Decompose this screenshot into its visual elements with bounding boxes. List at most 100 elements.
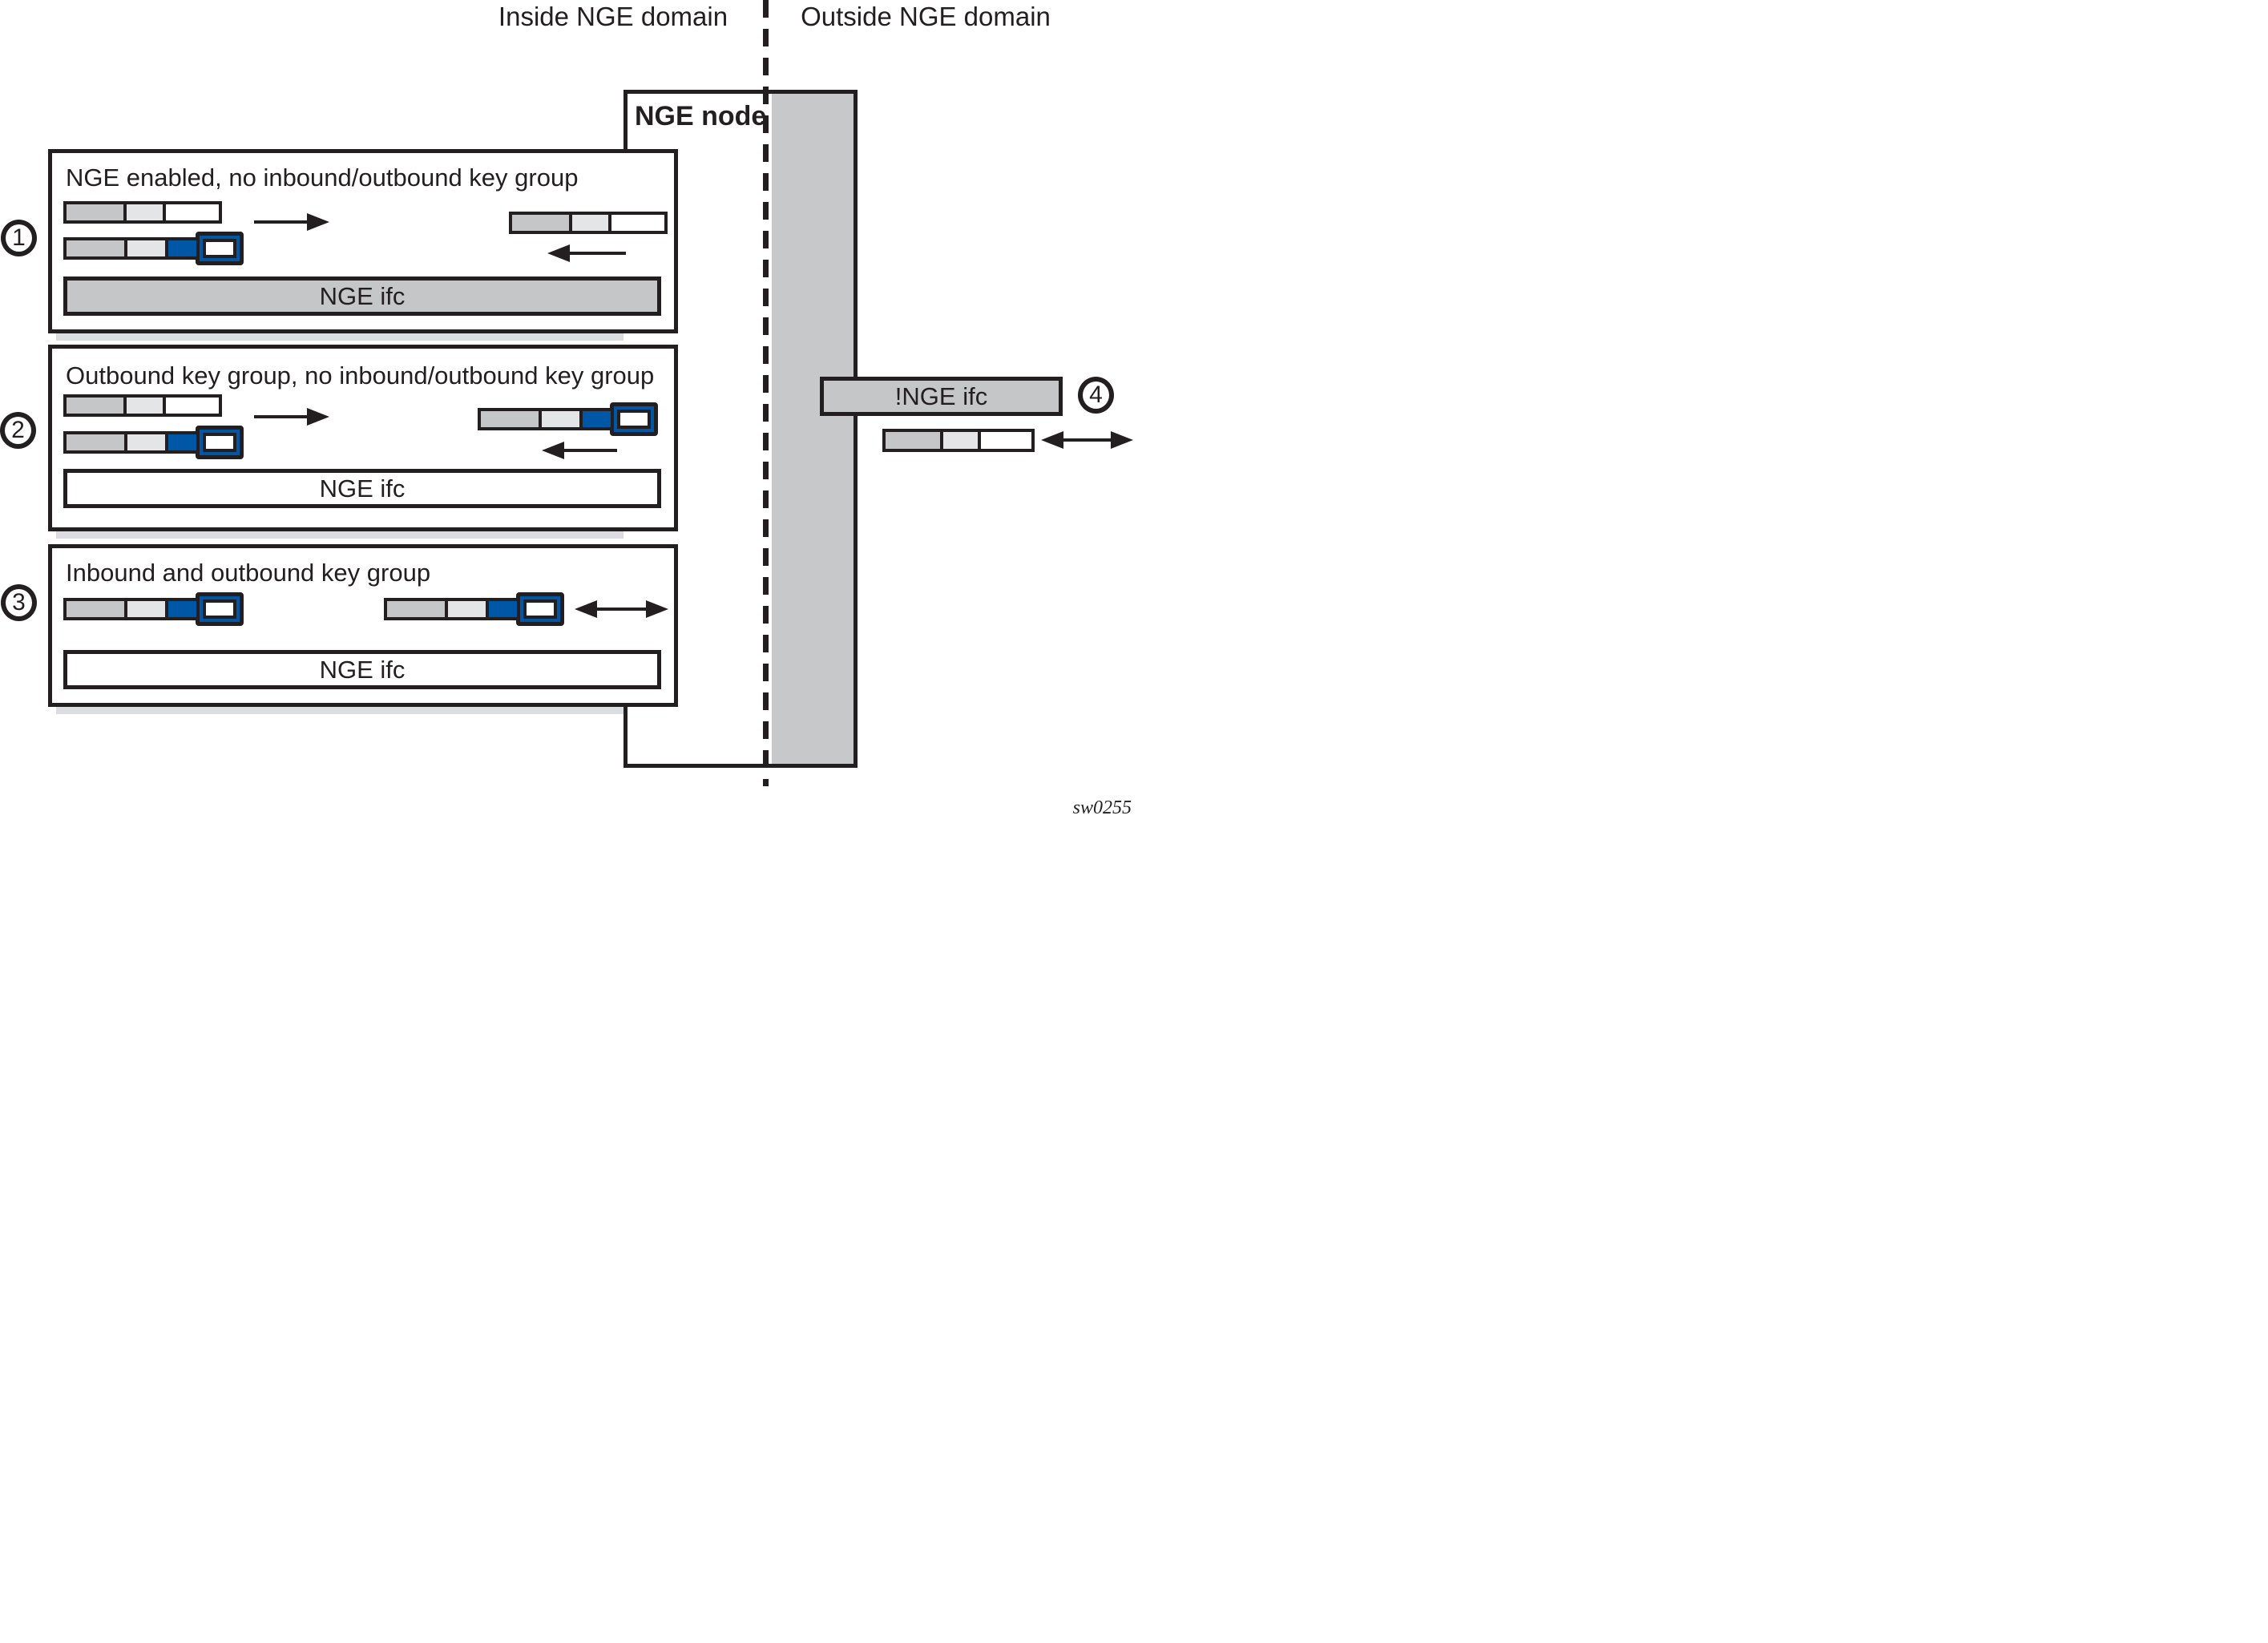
encryption-key-icon bbox=[196, 592, 244, 626]
arrow-head bbox=[575, 600, 597, 618]
packet-segment-dark bbox=[481, 411, 539, 427]
encryption-key-icon bbox=[610, 402, 658, 436]
scenario-1-number-badge: 1 bbox=[1, 220, 37, 256]
packet-keyed bbox=[63, 426, 244, 459]
scenario-3-title: Inbound and outbound key group bbox=[66, 559, 431, 587]
packet-segment-light bbox=[126, 204, 163, 220]
packet-segment-dark bbox=[387, 601, 446, 617]
node-border-gap-patch bbox=[623, 333, 628, 345]
packet-segment-white bbox=[981, 432, 1031, 449]
arrow-shaft bbox=[254, 415, 313, 418]
packet-segment-light bbox=[127, 601, 165, 617]
nge-node-label: NGE node bbox=[635, 101, 767, 131]
key-icon-center bbox=[203, 239, 236, 258]
scenario-2-box: Outbound key group, no inbound/outbound … bbox=[48, 345, 678, 531]
arrow-head bbox=[547, 244, 570, 262]
packet-segment-dark bbox=[67, 601, 125, 617]
scenario-3-box: Inbound and outbound key group NGE ifc bbox=[48, 544, 678, 707]
arrow-double-icon bbox=[1041, 431, 1133, 449]
outside-domain-label: Outside NGE domain bbox=[801, 2, 1051, 31]
packet-keyed-body bbox=[63, 598, 200, 620]
arrow-head bbox=[646, 600, 668, 618]
nge-ifc-label: NGE ifc bbox=[319, 655, 406, 684]
arrow-shaft bbox=[563, 252, 626, 255]
packet-segment-dark bbox=[67, 204, 123, 220]
packet-keyed-body bbox=[63, 237, 200, 260]
packet-segment-white bbox=[166, 204, 219, 220]
arrow-left-icon bbox=[547, 244, 626, 262]
inside-domain-label: Inside NGE domain bbox=[498, 2, 728, 31]
scenario-1-number: 1 bbox=[12, 224, 26, 251]
packet-segment-white bbox=[166, 398, 219, 414]
outside-node-column bbox=[772, 94, 854, 764]
packet-segment-light bbox=[126, 398, 163, 414]
packet-keyed-body bbox=[63, 431, 200, 454]
arrow-right-icon bbox=[254, 213, 329, 231]
packet-segment-light bbox=[127, 240, 165, 256]
packet-segment-light bbox=[448, 601, 486, 617]
scenario-2-number-badge: 2 bbox=[0, 412, 36, 449]
domain-boundary-dashed-line bbox=[763, 0, 769, 786]
packet-segment-blue bbox=[167, 434, 196, 450]
packet-segment-light bbox=[542, 411, 579, 427]
packet-segment-light bbox=[942, 432, 979, 449]
packet-segment-blue bbox=[167, 601, 196, 617]
packet-segment-dark bbox=[886, 432, 940, 449]
arrow-right-icon bbox=[254, 408, 329, 426]
not-nge-ifc-bar: !NGE ifc bbox=[820, 377, 1063, 416]
packet-segment-dark bbox=[67, 240, 125, 256]
packet-keyed bbox=[384, 592, 564, 626]
nge-domain-diagram: Inside NGE domain Outside NGE domain NGE… bbox=[0, 0, 1134, 822]
node-border-gap-patch bbox=[623, 531, 628, 544]
arrow-shaft bbox=[558, 449, 617, 452]
arrow-head bbox=[542, 442, 564, 459]
nge-ifc-bar: NGE ifc bbox=[63, 277, 661, 316]
arrow-head bbox=[1041, 431, 1063, 449]
packet-keyed-body bbox=[384, 598, 520, 620]
packet-segment-white bbox=[611, 215, 664, 231]
scenario-1-box: NGE enabled, no inbound/outbound key gro… bbox=[48, 149, 678, 333]
key-icon-center bbox=[523, 599, 557, 619]
arrow-left-icon bbox=[542, 442, 617, 459]
arrow-double-icon bbox=[575, 600, 668, 618]
encryption-key-icon bbox=[196, 232, 244, 265]
packet-plain bbox=[63, 201, 222, 224]
arrow-head bbox=[1111, 431, 1133, 449]
packet-segment-dark bbox=[67, 398, 123, 414]
scenario-3-number-badge: 3 bbox=[1, 584, 37, 621]
packet-keyed-body bbox=[478, 408, 614, 430]
scenario-2-title: Outbound key group, no inbound/outbound … bbox=[66, 361, 655, 390]
key-icon-center bbox=[203, 599, 236, 619]
packet-plain bbox=[509, 212, 668, 234]
nge-ifc-bar: NGE ifc bbox=[63, 469, 661, 508]
packet-segment-dark bbox=[67, 434, 125, 450]
scenario-1-title: NGE enabled, no inbound/outbound key gro… bbox=[66, 163, 579, 192]
arrow-shaft bbox=[1057, 438, 1117, 442]
not-nge-ifc-label: !NGE ifc bbox=[894, 381, 988, 410]
nge-ifc-bar: NGE ifc bbox=[63, 650, 661, 689]
scenario-3-number: 3 bbox=[12, 589, 26, 616]
packet-segment-blue bbox=[582, 411, 611, 427]
packet-plain bbox=[63, 394, 222, 417]
scenario-4-number-badge: 4 bbox=[1078, 377, 1114, 414]
packet-segment-blue bbox=[488, 601, 517, 617]
packet-keyed bbox=[478, 402, 658, 436]
packet-segment-blue bbox=[167, 240, 196, 256]
scenario-2-number: 2 bbox=[11, 417, 25, 443]
nge-ifc-label: NGE ifc bbox=[319, 474, 406, 503]
packet-plain bbox=[882, 429, 1035, 452]
key-icon-center bbox=[617, 410, 651, 429]
nge-ifc-label: NGE ifc bbox=[319, 281, 406, 310]
packet-segment-dark bbox=[512, 215, 569, 231]
scenario-4-number: 4 bbox=[1089, 381, 1103, 408]
arrow-shaft bbox=[254, 220, 313, 224]
encryption-key-icon bbox=[516, 592, 564, 626]
figure-id: sw0255 bbox=[1072, 797, 1132, 818]
arrow-head bbox=[307, 213, 329, 231]
packet-segment-light bbox=[127, 434, 165, 450]
packet-keyed bbox=[63, 592, 244, 626]
packet-segment-light bbox=[571, 215, 609, 231]
key-icon-center bbox=[203, 433, 236, 452]
packet-keyed bbox=[63, 232, 244, 265]
arrow-head bbox=[307, 408, 329, 426]
